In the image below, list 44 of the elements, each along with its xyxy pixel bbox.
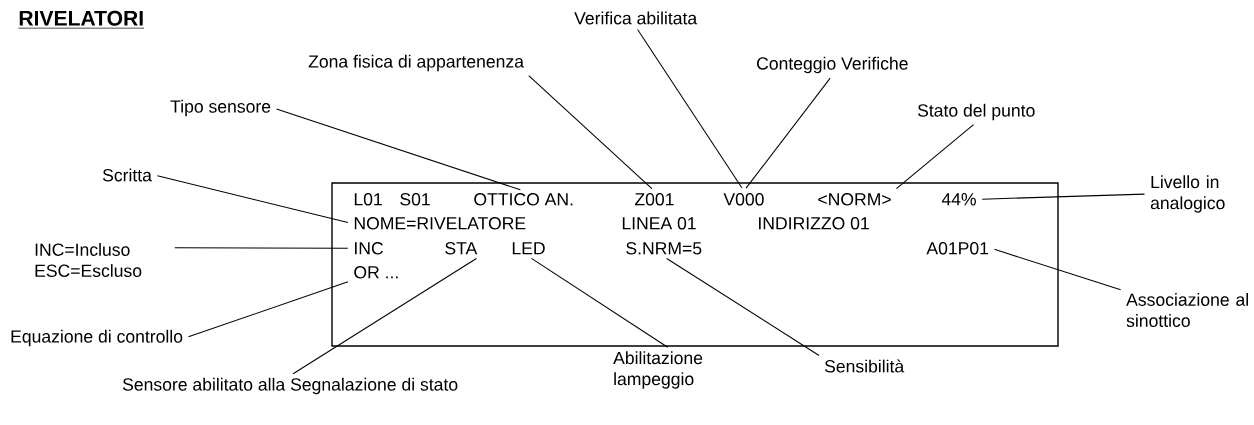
leader-line xyxy=(993,248,1122,291)
display-text: Z001 xyxy=(634,193,674,206)
display-text: 44% xyxy=(941,193,976,206)
leader-line xyxy=(156,175,349,223)
leader-line xyxy=(745,77,831,189)
callout-label: Scritta xyxy=(102,168,152,182)
display-text: L01 xyxy=(354,193,382,206)
callout-label: Verifica abilitata xyxy=(574,11,698,25)
display-text: LED xyxy=(512,242,545,255)
display-text: LINEA 01 xyxy=(622,217,696,230)
leader-line xyxy=(895,124,975,190)
leader-line xyxy=(187,281,349,338)
display-text: OR ... xyxy=(354,266,398,279)
display-text: <NORM> xyxy=(818,193,891,206)
leader-line xyxy=(981,193,1145,200)
callout-label: Stato del punto xyxy=(917,103,1035,121)
callout-label: Conteggio Verifiche xyxy=(757,56,908,74)
leader-line xyxy=(174,247,349,249)
callout-label: Abilitazione lampeggio xyxy=(613,351,703,389)
callout-label: Sensibilità xyxy=(824,359,905,373)
leader-line xyxy=(275,108,521,191)
leader-line xyxy=(637,28,743,189)
display-text: INC xyxy=(355,242,383,255)
callout-label: INC=Incluso ESC=Escluso xyxy=(35,243,142,277)
callout-label: Livello in analogico xyxy=(1150,175,1225,213)
display-screen xyxy=(331,182,1059,347)
display-text: OTTICO AN. xyxy=(474,193,573,206)
display-text: A01P01 xyxy=(926,242,989,255)
title: RIVELATORI xyxy=(18,10,145,29)
display-text: S.NRM=5 xyxy=(626,242,702,255)
display-text: STA xyxy=(445,242,478,255)
display-text: V000 xyxy=(723,193,764,206)
callout-label: Tipo sensore xyxy=(170,99,271,117)
callout-label: Zona fisica di appartenenza xyxy=(308,54,524,72)
callout-label: Equazione di controllo xyxy=(11,329,183,347)
leader-line xyxy=(530,257,669,348)
leader-line xyxy=(528,75,653,190)
callout-label: Associazione al sinottico xyxy=(1126,293,1248,327)
callout-label: Sensore abilitato alla Segnalazione di stato xyxy=(122,377,458,395)
display-text: INDIRIZZO 01 xyxy=(759,217,869,230)
leader-line xyxy=(292,257,477,375)
display-text: NOME=RIVELATORE xyxy=(354,217,526,230)
display-text: S01 xyxy=(400,193,430,206)
leader-line xyxy=(666,257,820,356)
